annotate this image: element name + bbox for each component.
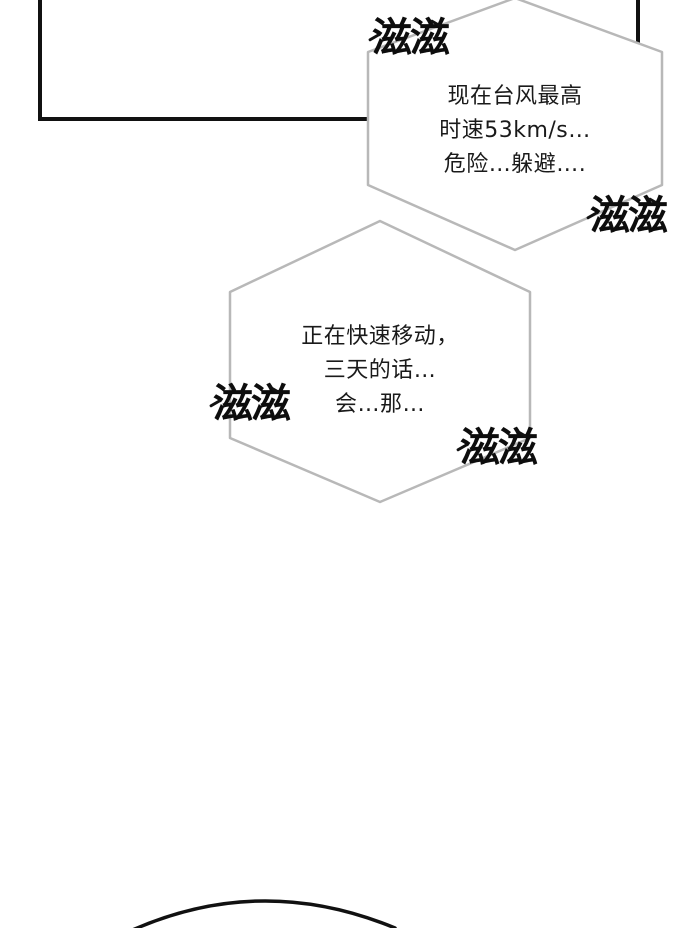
bubble-2-line-3: 会…那… (334, 392, 425, 417)
bubble-1-text: 现在台风最高 时速53km/s… 危险…躲避…. (400, 80, 630, 182)
bubble-1-line-3: 危险…躲避…. (443, 152, 587, 177)
bubble-1-line-2: 时速53km/s… (439, 118, 591, 143)
bubble-2-shape (228, 219, 532, 504)
bubble-2-line-2: 三天的话… (323, 358, 437, 383)
bubble-2-line-1: 正在快速移动， (301, 324, 459, 349)
bubble-1-line-1: 现在台风最高 (447, 84, 583, 109)
bottom-arc (132, 899, 397, 928)
bubble-2-text: 正在快速移动， 三天的话… 会…那… (255, 320, 505, 422)
bubble-1-shape (366, 0, 664, 252)
